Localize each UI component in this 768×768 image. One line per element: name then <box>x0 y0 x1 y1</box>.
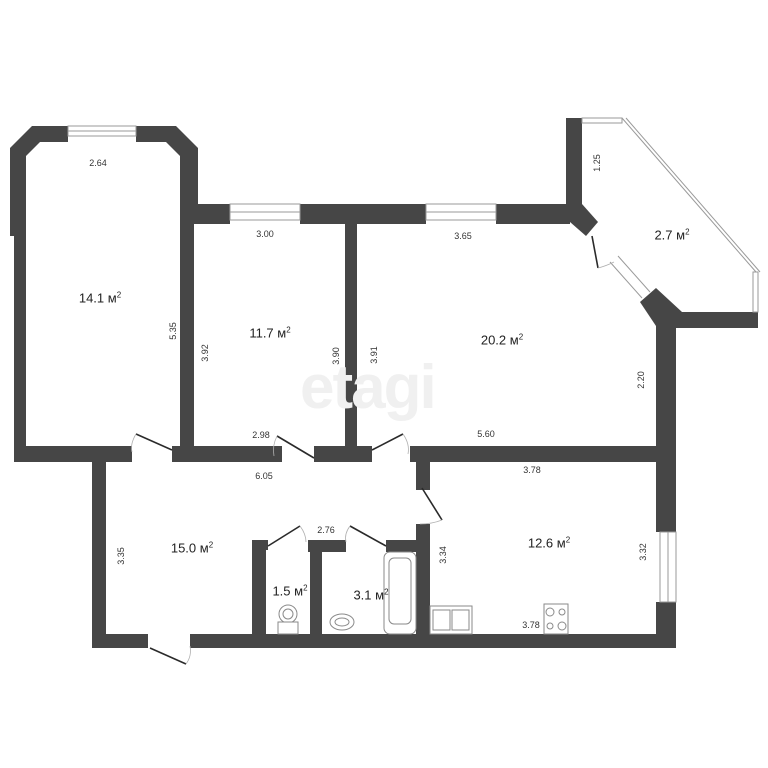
fixtures <box>277 551 569 635</box>
dimension-label: 3.35 <box>116 547 126 565</box>
room-area-label: 12.6 м2 <box>527 535 571 551</box>
dimension-label: 3.32 <box>638 543 648 561</box>
windows <box>67 117 761 603</box>
dimension-label: 3.00 <box>256 229 274 239</box>
dimension-label: 3.91 <box>369 346 379 364</box>
walls <box>10 118 758 648</box>
dimension-label: 3.65 <box>454 231 472 241</box>
dimension-label: 2.76 <box>317 525 335 535</box>
dimension-label: 3.90 <box>331 347 341 365</box>
dimension-label: 1.25 <box>592 154 602 172</box>
dimension-label: 5.35 <box>168 322 178 340</box>
doors <box>131 235 615 665</box>
watermark: etagi <box>300 353 437 422</box>
dimension-label: 3.78 <box>522 620 540 630</box>
room-area-label: 2.7 м2 <box>654 227 690 243</box>
room-area-label: 15.0 м2 <box>170 540 214 556</box>
dimension-label: 6.05 <box>255 471 273 481</box>
dimension-label: 2.64 <box>89 158 107 168</box>
room-area-label: 3.1 м2 <box>353 587 389 603</box>
dimension-label: 3.78 <box>523 465 541 475</box>
dimension-label: 2.98 <box>252 430 270 440</box>
room-area-label: 14.1 м2 <box>78 290 122 306</box>
room-area-label: 20.2 м2 <box>480 332 524 348</box>
dimension-label: 5.60 <box>477 429 495 439</box>
dimension-label: 3.92 <box>200 344 210 362</box>
room-area-label: 11.7 м2 <box>249 325 291 341</box>
room-area-label: 1.5 м2 <box>272 583 308 599</box>
dimension-label: 2.20 <box>636 371 646 389</box>
dimension-label: 3.34 <box>438 546 448 564</box>
